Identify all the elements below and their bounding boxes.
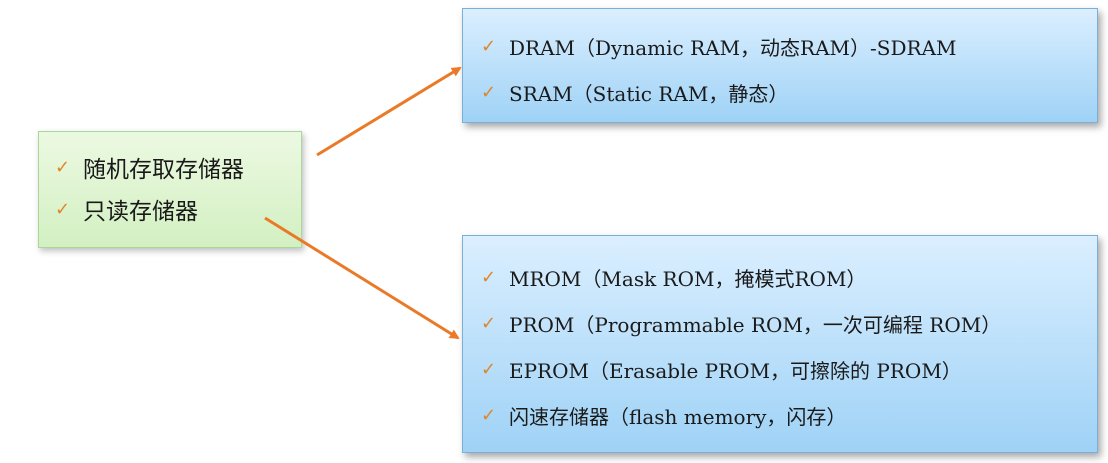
ram-types-box: ✓ DRAM（Dynamic RAM，动态RAM）-SDRAM ✓ SRAM（S… <box>462 8 1098 123</box>
item-label: DRAM（Dynamic RAM，动态RAM）-SDRAM <box>509 35 957 60</box>
arrow-to-ram <box>316 66 462 157</box>
item-label: 随机存取存储器 <box>83 157 244 183</box>
check-icon: ✓ <box>481 358 497 380</box>
check-icon: ✓ <box>481 404 497 426</box>
check-icon: ✓ <box>481 81 497 103</box>
item-label: MROM（Mask ROM，掩模式ROM） <box>509 266 867 291</box>
check-icon: ✓ <box>481 35 497 57</box>
list-item: ✓ SRAM（Static RAM，静态） <box>463 69 1097 115</box>
item-label: SRAM（Static RAM，静态） <box>509 81 789 106</box>
item-label: 只读存储器 <box>83 199 198 225</box>
check-icon: ✓ <box>55 156 71 178</box>
list-item: ✓ PROM（Programmable ROM，一次可编程 ROM） <box>463 300 1097 346</box>
item-label: EPROM（Erasable PROM，可擦除的 PROM） <box>509 358 962 383</box>
item-label: 闪速存储器（flash memory，闪存） <box>509 404 847 429</box>
item-label: PROM（Programmable ROM，一次可编程 ROM） <box>509 312 1002 337</box>
list-item: ✓ DRAM（Dynamic RAM，动态RAM）-SDRAM <box>463 23 1097 69</box>
check-icon: ✓ <box>55 198 71 220</box>
list-item: ✓ MROM（Mask ROM，掩模式ROM） <box>463 254 1097 300</box>
list-item: ✓ 闪速存储器（flash memory，闪存） <box>463 392 1097 438</box>
memory-types-box: ✓ 随机存取存储器 ✓ 只读存储器 <box>38 131 302 248</box>
list-item: ✓ 只读存储器 <box>39 188 301 230</box>
rom-types-box: ✓ MROM（Mask ROM，掩模式ROM） ✓ PROM（Programma… <box>462 235 1098 453</box>
check-icon: ✓ <box>481 312 497 334</box>
check-icon: ✓ <box>481 266 497 288</box>
list-item: ✓ EPROM（Erasable PROM，可擦除的 PROM） <box>463 346 1097 392</box>
list-item: ✓ 随机存取存储器 <box>39 146 301 188</box>
